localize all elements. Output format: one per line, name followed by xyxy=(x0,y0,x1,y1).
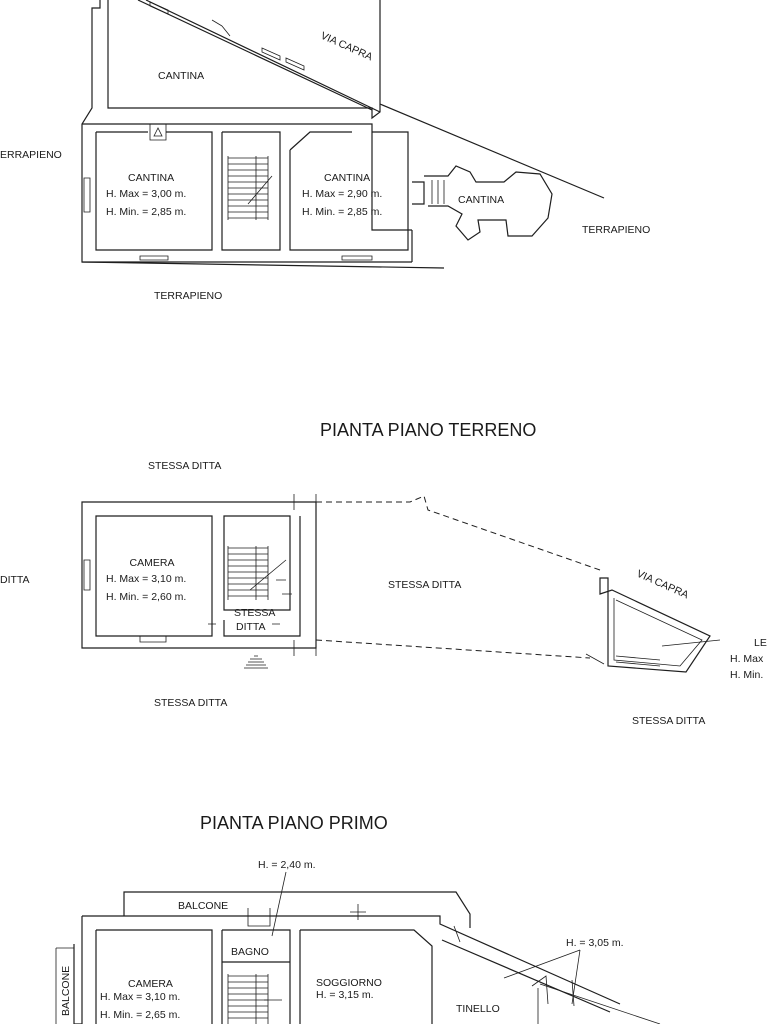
cantina-mid-hmax: H. Max = 2,90 m. xyxy=(302,188,382,200)
cantina-left-name: CANTINA xyxy=(128,172,174,184)
basement-plan: VIA CAPRA CANTINA ERRAPIENO CANTINA H. M… xyxy=(0,0,650,302)
courtyard-dashed-outline xyxy=(315,495,601,659)
stessa-ditta-hall-line1: STESSA xyxy=(234,607,275,619)
tinello-label: TINELLO xyxy=(456,1003,500,1015)
basement-window-left xyxy=(83,177,91,213)
basement-stairs xyxy=(227,156,273,220)
ground-floor-title: PIANTA PIANO TERRENO xyxy=(320,420,536,440)
stessa-ditta-bottom-label: STESSA DITTA xyxy=(154,697,227,709)
terrapieno-line xyxy=(379,103,605,199)
balcone-left-label: BALCONE xyxy=(60,966,72,1016)
cantina-left-hmin: H. Min. = 2,85 m. xyxy=(106,206,186,218)
first-camera-room xyxy=(95,929,213,1024)
first-floor-h-right: H. = 3,05 m. xyxy=(566,937,623,949)
first-stairs xyxy=(227,974,282,1024)
first-window-ticks xyxy=(247,904,575,1024)
ground-stairs xyxy=(227,546,292,600)
first-camera-name: CAMERA xyxy=(128,978,173,990)
street-windows xyxy=(149,1,305,71)
cantina-left-hmax: H. Max = 3,00 m. xyxy=(106,188,186,200)
right-outbuilding xyxy=(599,577,711,673)
first-camera-hmax: H. Max = 3,10 m. xyxy=(100,991,180,1003)
cantina-left-room xyxy=(95,131,213,251)
stessa-ditta-center-label: STESSA DITTA xyxy=(388,579,461,591)
h-top-leader-line xyxy=(271,871,287,937)
street-wall xyxy=(137,0,381,113)
balcone-top-label: BALCONE xyxy=(178,900,228,912)
first-balcone-left xyxy=(55,947,75,1024)
ground-floor-plan: PIANTA PIANO TERRENO STESSA DITTA DITTA … xyxy=(0,420,767,727)
terrapieno-left-label: ERRAPIENO xyxy=(0,149,62,161)
first-soggiorno-room xyxy=(299,929,433,1024)
first-bagno-room xyxy=(221,929,291,1024)
lower-block-wall xyxy=(82,123,413,263)
ground-windows xyxy=(83,559,167,643)
ground-street-label: VIA CAPRA xyxy=(635,568,691,602)
terrapieno-right-label: TERRAPIENO xyxy=(582,224,650,236)
ditta-left-label: DITTA xyxy=(0,574,30,586)
soggiorno-height: H. = 3,15 m. xyxy=(316,989,373,1001)
basement-window-bottom xyxy=(139,255,373,261)
stair-arrow-icon xyxy=(149,123,167,141)
first-floor-plan: PIANTA PIANO PRIMO H. = 2,40 m. BALCONE … xyxy=(55,813,661,1024)
ground-stair-room xyxy=(223,515,301,637)
cantina-right-label: CANTINA xyxy=(458,194,504,206)
basement-outer-wall xyxy=(81,0,445,269)
stessa-ditta-bottom-right-label: STESSA DITTA xyxy=(632,715,705,727)
cantina-top-label: CANTINA xyxy=(158,70,204,82)
ground-camera-name: CAMERA xyxy=(130,557,175,569)
street-label: VIA CAPRA xyxy=(319,30,375,64)
entry-steps-icon xyxy=(244,655,268,669)
h-right-leader-lines xyxy=(503,949,661,1024)
bagno-label: BAGNO xyxy=(231,946,269,958)
stair-room xyxy=(221,131,281,251)
stessa-ditta-hall-line2: DITTA xyxy=(236,621,266,633)
stessa-ditta-top-label: STESSA DITTA xyxy=(148,460,221,472)
cantina-mid-hmin: H. Min. = 2,85 m. xyxy=(302,206,382,218)
ground-camera-hmax: H. Max = 3,10 m. xyxy=(106,573,186,585)
first-tinello-room xyxy=(441,939,611,1013)
soggiorno-name: SOGGIORNO xyxy=(316,977,382,989)
ground-camera-room xyxy=(95,515,213,637)
right-room-hmin: H. Min. xyxy=(730,669,763,681)
right-room-hmax: H. Max xyxy=(730,653,764,665)
cantina-mid-room xyxy=(289,131,409,251)
cantina-mid-name: CANTINA xyxy=(324,172,370,184)
right-room-label: LE xyxy=(754,637,767,649)
balcone-top-outline xyxy=(123,891,471,928)
basement-inner-outline xyxy=(107,0,381,120)
cantina-right-outline xyxy=(412,165,553,241)
terrapieno-bottom-label: TERRAPIENO xyxy=(154,290,222,302)
ground-camera-hmin: H. Min. = 2,60 m. xyxy=(106,591,186,603)
first-floor-h-top: H. = 2,40 m. xyxy=(258,859,315,871)
first-camera-hmin: H. Min. = 2,65 m. xyxy=(100,1009,180,1021)
first-floor-title: PIANTA PIANO PRIMO xyxy=(200,813,388,833)
